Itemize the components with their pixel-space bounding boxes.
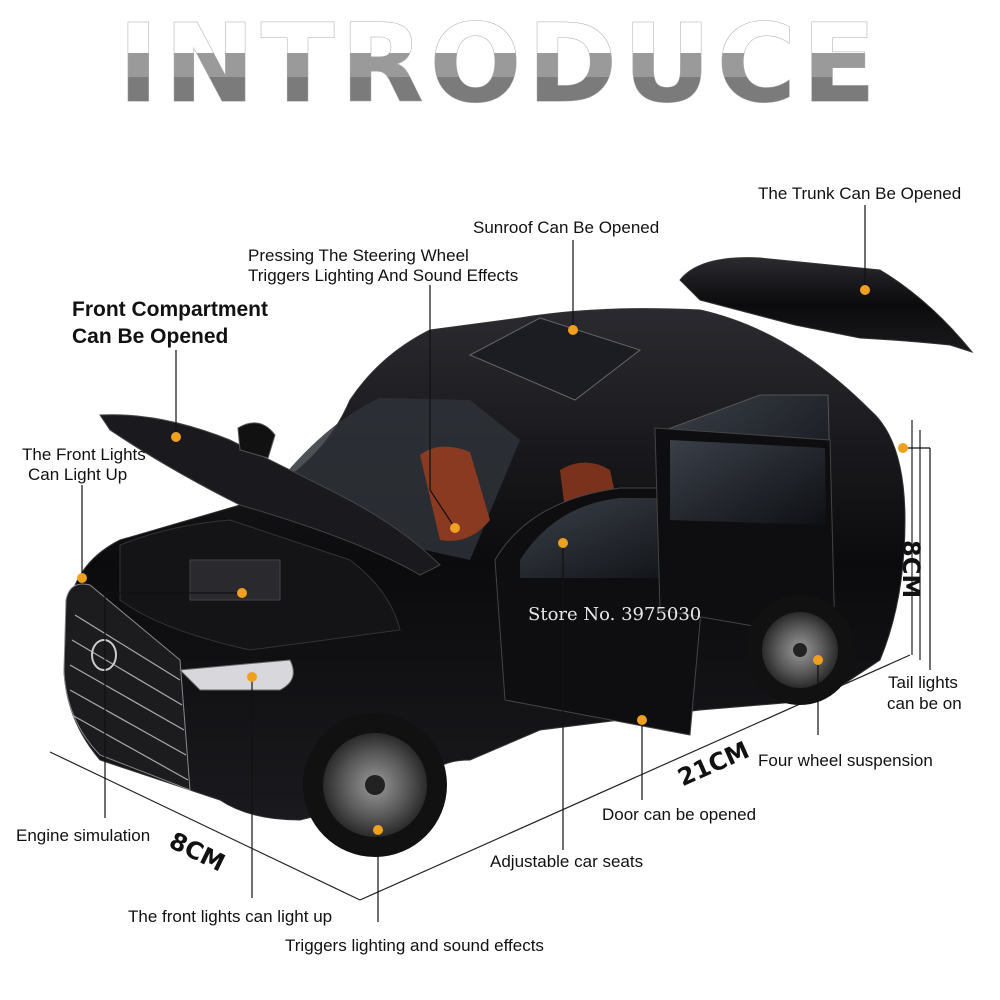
dot-tail-lights bbox=[898, 443, 908, 453]
callout-tail-lights-line2: can be on bbox=[887, 694, 962, 713]
grille bbox=[63, 583, 191, 791]
callout-front-lights-line2: Can Light Up bbox=[28, 465, 128, 484]
rear-door-glass bbox=[670, 440, 826, 525]
dimension-height: 8CM bbox=[897, 540, 925, 599]
dot-suspension bbox=[813, 655, 823, 665]
callout-front-lights-line1: The Front Lights bbox=[22, 445, 146, 464]
dot-steering bbox=[450, 523, 460, 533]
page-title-outline: INTRODUCE bbox=[0, 5, 1000, 124]
callout-sunroof: Sunroof Can Be Opened bbox=[473, 218, 660, 237]
store-watermark: Store No. 3975030 bbox=[528, 604, 702, 625]
sunroof-panel bbox=[468, 317, 642, 401]
dot-seats bbox=[558, 538, 568, 548]
callout-steering-line1: Pressing The Steering Wheel bbox=[248, 246, 469, 265]
callout-tail-lights-line1: Tail lights bbox=[888, 673, 958, 692]
callout-lines bbox=[81, 205, 931, 922]
dot-headlight bbox=[247, 672, 257, 682]
rear-wheel bbox=[745, 595, 855, 705]
seat-front bbox=[420, 446, 490, 541]
callout-dots bbox=[77, 285, 908, 835]
callout-front-compartment-line1: Front Compartment bbox=[72, 298, 268, 321]
dot-triggers bbox=[373, 825, 383, 835]
callout-door: Door can be opened bbox=[602, 805, 757, 824]
dot-sunroof bbox=[568, 325, 578, 335]
callout-trunk: The Trunk Can Be Opened bbox=[758, 184, 962, 203]
dot-door bbox=[637, 715, 647, 725]
tailgate bbox=[679, 257, 974, 353]
engine-block bbox=[189, 559, 281, 601]
callout-suspension: Four wheel suspension bbox=[758, 751, 933, 770]
page-title: INTRODUCE bbox=[0, 6, 1000, 124]
dot-hood bbox=[171, 432, 181, 442]
dot-front-lights bbox=[77, 573, 87, 583]
callout-seats: Adjustable car seats bbox=[490, 852, 644, 871]
brand-logo bbox=[91, 639, 117, 671]
dot-trunk bbox=[860, 285, 870, 295]
callout-triggers: Triggers lighting and sound effects bbox=[285, 936, 544, 955]
front-wheel bbox=[303, 713, 447, 857]
hood bbox=[99, 414, 441, 576]
callout-front-compartment-line2: Can Be Opened bbox=[72, 325, 229, 348]
callout-front-lights-bottom: The front lights can light up bbox=[128, 907, 333, 926]
side-mirror bbox=[237, 422, 276, 459]
callout-steering-line2: Triggers Lighting And Sound Effects bbox=[248, 266, 519, 285]
callout-engine: Engine simulation bbox=[16, 826, 151, 845]
dot-engine bbox=[237, 588, 247, 598]
headlight bbox=[178, 659, 294, 691]
